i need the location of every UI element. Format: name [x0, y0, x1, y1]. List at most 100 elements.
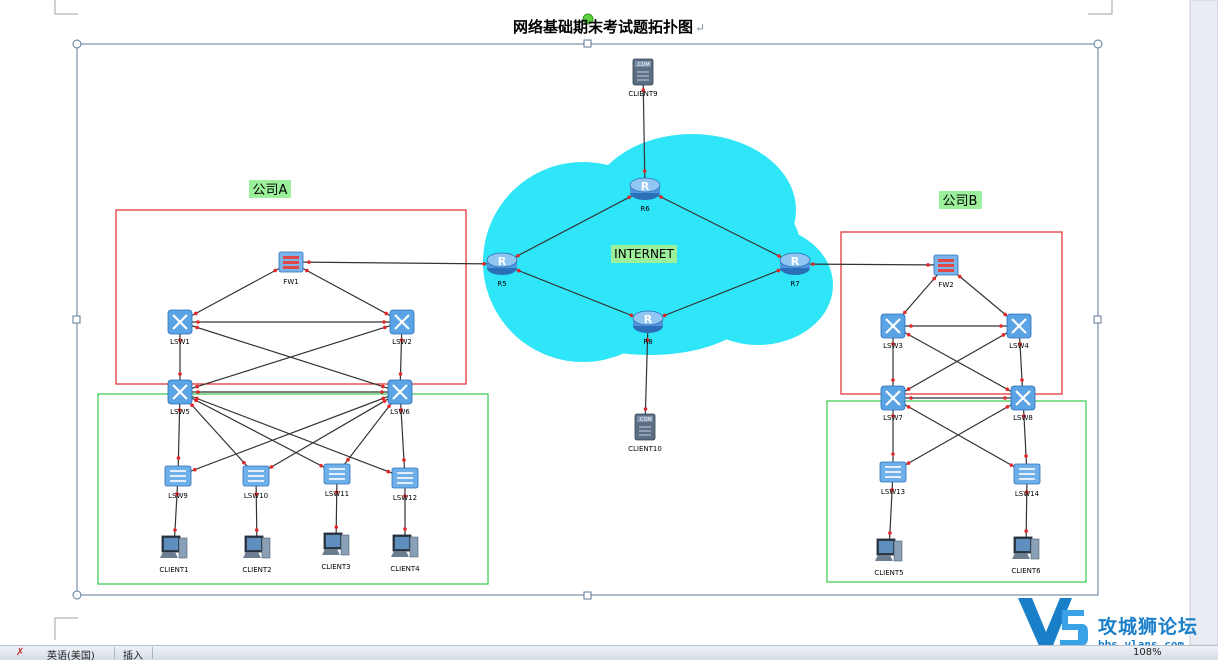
node-lsw7-core-switch-icon[interactable] — [880, 385, 906, 411]
port-indicator — [178, 338, 182, 342]
node-label-lsw2: LSW2 — [392, 338, 412, 346]
port-indicator — [383, 325, 387, 330]
node-lsw4-core-switch-icon[interactable] — [1006, 313, 1032, 339]
port-indicator — [662, 313, 667, 318]
port-indicator — [399, 338, 404, 342]
port-indicator — [194, 311, 198, 316]
svg-text:R: R — [791, 255, 800, 268]
node-r7-router-icon[interactable]: R — [779, 252, 811, 275]
company-b-core-zone — [840, 231, 1063, 395]
node-lsw2-core-switch-icon[interactable] — [389, 309, 415, 335]
node-label-lsw4: LSW4 — [1009, 342, 1029, 350]
port-indicator — [1003, 312, 1007, 317]
port-indicator — [1022, 414, 1026, 418]
port-indicator — [402, 458, 406, 462]
port-indicator — [380, 390, 384, 394]
port-indicator — [1005, 387, 1010, 392]
port-indicator — [642, 169, 647, 173]
watermark-text: 攻城狮论坛 — [1098, 616, 1199, 638]
port-indicator — [381, 384, 385, 389]
node-lsw6-core-switch-icon[interactable] — [387, 379, 413, 405]
link-lsw13-client5 — [888, 471, 894, 552]
resize-handle-w[interactable] — [72, 315, 81, 324]
node-lsw8-core-switch-icon[interactable] — [1010, 385, 1036, 411]
resize-handle-nw[interactable] — [72, 39, 82, 49]
node-client3-pc-icon[interactable] — [322, 532, 350, 556]
node-r6-router-icon[interactable]: R — [629, 177, 661, 200]
nodes-layer: .COMCLIENT9RR6RR5RR7RR8.COMCLIENT10FW1LS… — [159, 58, 1041, 577]
company-b-access-zone — [826, 400, 1087, 583]
paragraph-mark: ↵ — [694, 21, 706, 35]
port-indicator — [178, 372, 182, 376]
node-lsw14-access-switch-icon[interactable] — [1013, 463, 1041, 485]
link-fw1-r5 — [290, 261, 503, 265]
node-lsw9-access-switch-icon[interactable] — [164, 465, 192, 487]
node-fw2-firewall-icon[interactable] — [933, 254, 959, 276]
status-bar: ✗ 英语(美国) 插入 108% — [0, 645, 1218, 662]
node-lsw11-access-switch-icon[interactable] — [323, 463, 351, 485]
port-indicator — [387, 404, 391, 409]
node-label-lsw7: LSW7 — [883, 414, 903, 422]
port-indicator — [1024, 529, 1029, 533]
link-lsw4-lsw7 — [892, 325, 1020, 399]
resize-handle-n[interactable] — [583, 39, 592, 48]
svg-text:.COM: .COM — [638, 417, 651, 423]
node-client1-pc-icon[interactable] — [160, 535, 188, 559]
port-indicator — [1024, 454, 1028, 458]
link-lsw3-lsw8 — [892, 325, 1024, 399]
link-r6-r7 — [644, 188, 796, 265]
port-indicator — [999, 324, 1003, 328]
port-indicator — [659, 195, 663, 199]
port-indicator — [196, 390, 200, 394]
port-indicator — [1020, 378, 1024, 382]
resize-handle-e[interactable] — [1093, 315, 1102, 324]
link-lsw5-lsw9 — [177, 391, 181, 477]
port-indicator — [195, 396, 199, 401]
port-indicator — [398, 372, 403, 376]
node-lsw13-access-switch-icon[interactable] — [879, 461, 907, 483]
resize-handle-ne[interactable] — [1093, 39, 1103, 49]
node-fw1-firewall-icon[interactable] — [278, 251, 304, 273]
node-label-client4: CLIENT4 — [390, 565, 420, 573]
node-label-lsw11: LSW11 — [325, 490, 349, 498]
rotate-handle[interactable] — [582, 13, 594, 25]
node-client10-server-icon[interactable]: .COM — [634, 413, 656, 441]
node-client9-server-icon[interactable]: .COM — [632, 58, 654, 86]
status-zoom-level[interactable]: 108% — [1133, 647, 1162, 658]
port-indicator — [382, 320, 386, 324]
resize-handle-sw[interactable] — [72, 590, 82, 600]
node-r8-router-icon[interactable]: R — [632, 310, 664, 333]
port-indicator — [269, 465, 274, 469]
port-indicator — [932, 276, 936, 281]
picture-selection-frame[interactable] — [72, 13, 1103, 600]
node-label-client10: CLIENT10 — [628, 445, 662, 453]
port-indicator — [482, 262, 486, 266]
node-lsw3-core-switch-icon[interactable] — [880, 313, 906, 339]
resize-handle-s[interactable] — [583, 591, 592, 600]
node-lsw1-core-switch-icon[interactable] — [167, 309, 193, 335]
node-lsw5-core-switch-icon[interactable] — [167, 379, 193, 405]
status-insert-mode[interactable]: 插入 — [123, 651, 143, 662]
port-indicator — [193, 467, 197, 472]
status-language[interactable]: 英语(美国) — [47, 651, 95, 662]
node-lsw10-access-switch-icon[interactable] — [242, 465, 270, 487]
node-client5-pc-icon[interactable] — [875, 538, 903, 562]
company-a-access-zone — [97, 393, 489, 585]
port-indicator — [645, 338, 650, 342]
node-client4-pc-icon[interactable] — [391, 534, 419, 558]
port-indicator — [173, 528, 177, 532]
link-lsw8-lsw14 — [1022, 397, 1028, 475]
node-lsw12-access-switch-icon[interactable] — [391, 467, 419, 489]
port-indicator — [242, 460, 246, 465]
proofing-error-icon[interactable]: ✗ — [16, 647, 25, 658]
node-r5-router-icon[interactable]: R — [486, 252, 518, 275]
company-b-label: 公司B — [943, 194, 978, 209]
node-client6-pc-icon[interactable] — [1012, 536, 1040, 560]
node-label-r8: R8 — [643, 338, 652, 346]
node-label-lsw5: LSW5 — [170, 408, 190, 416]
port-indicator — [906, 387, 911, 391]
node-client2-pc-icon[interactable] — [243, 535, 271, 559]
node-label-client9: CLIENT9 — [628, 90, 657, 98]
port-indicator — [177, 408, 182, 412]
port-indicator — [891, 342, 895, 346]
